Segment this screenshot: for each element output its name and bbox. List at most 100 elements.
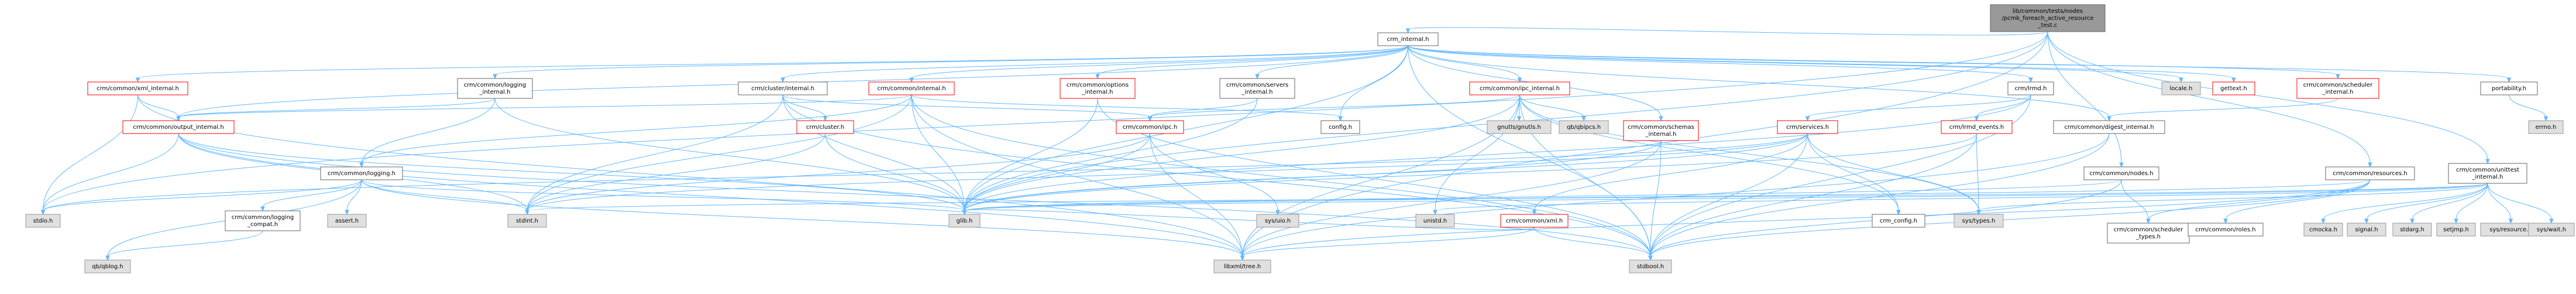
node-digest-internal[interactable]: crm/common/digest_internal.h bbox=[2053, 120, 2165, 134]
node-box bbox=[1872, 214, 1925, 228]
node-label: crm/common/unittest bbox=[2456, 167, 2519, 173]
node-logging-compat[interactable]: crm/common/logging_compat.h bbox=[225, 210, 301, 231]
edge-resources-to-scheduler-types bbox=[2146, 179, 2371, 224]
node-label: /pcmk_foreach_active_resource bbox=[2001, 15, 2093, 22]
node-box bbox=[2083, 166, 2159, 180]
edge-unittest-internal-to-cmocka bbox=[2321, 183, 2488, 224]
node-gettext[interactable]: gettext.h bbox=[2212, 81, 2255, 95]
node-lrmd-events[interactable]: crm/lrmd_events.h bbox=[1941, 120, 2013, 134]
node-label: crm/cluster/internal.h bbox=[751, 86, 814, 92]
node-box bbox=[2007, 81, 2054, 95]
node-config[interactable]: config.h bbox=[1320, 120, 1360, 134]
edge-schemas-internal-to-tree bbox=[1240, 140, 1662, 261]
edge-services-to-stdint bbox=[525, 133, 1808, 216]
node-ipc-internal[interactable]: crm/common/ipc_internal.h bbox=[1469, 81, 1570, 95]
node-label: _internal.h bbox=[2472, 174, 2503, 180]
node-box bbox=[2161, 81, 2201, 95]
node-label: crm/common/resources.h bbox=[2333, 170, 2407, 177]
node-label: _internal.h bbox=[1241, 89, 1273, 95]
node-servers-internal[interactable]: crm/common/servers_internal.h bbox=[1219, 78, 1295, 99]
node-label: crm/common/schemas bbox=[1628, 124, 1694, 131]
edge-resources-to-stdbool bbox=[1648, 179, 2371, 261]
node-label: crm/common/xml.h bbox=[1506, 218, 1563, 224]
node-output-internal[interactable]: crm/common/output_internal.h bbox=[122, 120, 235, 134]
node-cluster[interactable]: crm/cluster.h bbox=[796, 120, 854, 134]
node-resources[interactable]: crm/common/resources.h bbox=[2325, 166, 2415, 180]
edge-crm-internal-to-common-internal bbox=[909, 45, 1408, 83]
node-label: locale.h bbox=[2170, 86, 2193, 92]
edge-crm-internal-to-gettext bbox=[1408, 45, 2236, 83]
node-label: crm/common/roles.h bbox=[2195, 227, 2255, 233]
node-box bbox=[2303, 223, 2343, 237]
node-box bbox=[25, 214, 61, 228]
node-schemas-internal[interactable]: crm/common/schemas_internal.h bbox=[1623, 120, 1699, 141]
edge-lrmd-to-glib bbox=[962, 94, 2031, 216]
node-ipc[interactable]: crm/common/ipc.h bbox=[1116, 120, 1184, 134]
node-options-internal[interactable]: crm/common/options_internal.h bbox=[1060, 78, 1136, 99]
edge-unittest-internal-to-unistd bbox=[1433, 183, 2488, 216]
edge-common-internal-to-logging bbox=[359, 94, 912, 168]
edge-xml-internal-to-output-internal bbox=[137, 94, 181, 122]
node-logging-internal[interactable]: crm/common/logging_internal.h bbox=[457, 78, 533, 99]
node-qblog: qb/qblog.h bbox=[84, 259, 131, 274]
node-box bbox=[2480, 81, 2538, 95]
edge-servers-internal-to-glib bbox=[962, 98, 1258, 216]
node-label: _internal.h bbox=[1082, 89, 1113, 95]
node-root[interactable]: lib/common/tests/nodes/pcmk_foreach_acti… bbox=[1990, 4, 2106, 32]
node-logging[interactable]: crm/common/logging.h bbox=[320, 166, 403, 180]
node-stdarg: stdarg.h bbox=[2392, 223, 2432, 237]
node-label: sys/types.h bbox=[1962, 218, 1996, 224]
node-crm-internal[interactable]: crm_internal.h bbox=[1377, 32, 1439, 46]
edge-services-to-crm-config bbox=[1807, 133, 1901, 216]
node-services[interactable]: crm/services.h bbox=[1777, 120, 1838, 134]
node-label: crm/common/options bbox=[1067, 82, 1129, 88]
node-scheduler-types[interactable]: crm/common/scheduler_types.h bbox=[2107, 223, 2190, 244]
node-label: sys/wait.h bbox=[2537, 227, 2566, 233]
node-common-internal[interactable]: crm/common/internal.h bbox=[868, 81, 955, 95]
node-label: unistd.h bbox=[1423, 218, 1447, 224]
node-label: crm/common/servers bbox=[1226, 82, 1288, 88]
node-box bbox=[2448, 163, 2527, 184]
node-label: crm/common/scheduler bbox=[2303, 82, 2373, 88]
node-box bbox=[1990, 4, 2106, 32]
node-label: crm/common/output_internal.h bbox=[133, 124, 223, 131]
node-lrmd[interactable]: crm/lrmd.h bbox=[2007, 81, 2054, 95]
edge-unittest-internal-to-signal bbox=[2364, 183, 2488, 224]
edge-root-to-resources bbox=[2047, 31, 2372, 168]
node-label: crm/common/xml_internal.h bbox=[97, 86, 179, 92]
node-scheduler-internal[interactable]: crm/common/scheduler_internal.h bbox=[2296, 78, 2379, 99]
node-box bbox=[320, 166, 403, 180]
edge-xml-to-glib bbox=[962, 209, 1535, 230]
node-portability[interactable]: portability.h bbox=[2480, 81, 2538, 95]
node-box bbox=[1469, 81, 1570, 95]
node-box bbox=[738, 81, 828, 95]
node-box bbox=[2053, 120, 2165, 134]
node-box bbox=[1377, 32, 1439, 46]
node-label: errno.h bbox=[2536, 124, 2557, 131]
edge-cluster-to-stdint bbox=[525, 133, 826, 216]
node-roles[interactable]: crm/common/roles.h bbox=[2188, 223, 2264, 237]
node-label: qb/qbipcs.h bbox=[1567, 124, 1601, 131]
node-crm-config[interactable]: crm_config.h bbox=[1872, 214, 1925, 228]
edge-crm-internal-to-locale bbox=[1408, 45, 2183, 83]
edge-crm-internal-to-servers-internal bbox=[1255, 45, 1408, 80]
node-gnutls: gnutls/gnutls.h bbox=[1487, 120, 1552, 134]
node-box bbox=[2392, 223, 2432, 237]
node-box bbox=[2188, 223, 2264, 237]
node-box bbox=[1219, 78, 1295, 99]
node-xml[interactable]: crm/common/xml.h bbox=[1500, 214, 1569, 228]
node-label: stdbool.h bbox=[1637, 264, 1664, 270]
edge-crm-internal-to-xml-internal bbox=[135, 45, 1408, 83]
edge-logging-internal-to-output-internal bbox=[176, 98, 496, 122]
edge-common-internal-to-config bbox=[911, 94, 1343, 122]
node-label: crm/common/logging bbox=[464, 82, 527, 88]
edge-logging-to-stdio bbox=[40, 179, 362, 216]
node-label: crm_config.h bbox=[1880, 218, 1917, 224]
edge-crm-internal-to-lrmd bbox=[1408, 45, 2033, 83]
node-label: config.h bbox=[1329, 124, 1352, 131]
node-nodes[interactable]: crm/common/nodes.h bbox=[2083, 166, 2159, 180]
node-cluster-internal[interactable]: crm/cluster/internal.h bbox=[738, 81, 828, 95]
node-xml-internal[interactable]: crm/common/xml_internal.h bbox=[87, 81, 188, 95]
node-box bbox=[1623, 120, 1699, 141]
node-unittest-internal[interactable]: crm/common/unittest_internal.h bbox=[2448, 163, 2527, 184]
